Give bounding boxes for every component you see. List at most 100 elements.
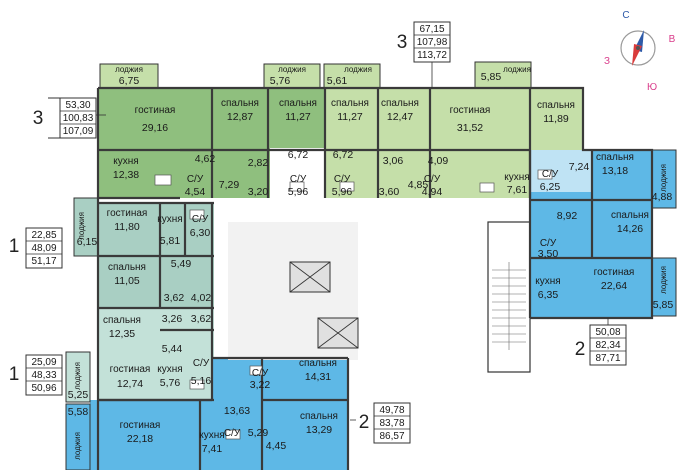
apartment-2-bottom-fill [90, 358, 348, 470]
area-full: 113,72 [417, 50, 447, 61]
area-full: 51,17 [31, 256, 56, 267]
room-area: 11,27 [285, 111, 311, 123]
loggias [65, 61, 677, 470]
room-name: гостиная [594, 267, 635, 278]
area-value: 3,60 [379, 186, 400, 198]
area-value: 2,82 [248, 157, 269, 169]
loggia-name: лоджия [503, 65, 531, 74]
area-total: 48,33 [31, 370, 56, 381]
room-area: 11,89 [543, 113, 569, 125]
apartment-callout: 1 22,85 48,09 51,17 [9, 227, 63, 269]
room-name: кухня [199, 430, 224, 441]
room-area: 12,38 [113, 169, 139, 181]
loggia-name: лоджия [115, 65, 143, 74]
rooms-count: 3 [33, 108, 44, 129]
room-area: 11,80 [114, 221, 140, 233]
room-area: 11,05 [114, 275, 140, 287]
room-area: 13,29 [306, 424, 332, 436]
area-value: 4,85 [408, 179, 429, 191]
room-name: спальня [108, 262, 146, 273]
room-area: 31,52 [457, 122, 483, 134]
corridor [180, 198, 530, 220]
room-name: спальня [103, 315, 141, 326]
room-area: 5,81 [160, 235, 181, 247]
room-area: 6,25 [540, 181, 561, 193]
rooms-count: 2 [575, 339, 586, 360]
room-area: 5,76 [160, 377, 181, 389]
room-area: 3,22 [250, 379, 271, 391]
rooms-count: 2 [359, 412, 370, 433]
room-area: 12,35 [109, 328, 135, 340]
room-name: спальня [300, 411, 338, 422]
room-name: гостиная [107, 208, 148, 219]
area-value: 3,62 [191, 313, 212, 325]
room-name: С/У [540, 238, 557, 249]
apartment-callout: 3 67,15 107,98 113,72 [397, 21, 451, 88]
room-name: спальня [381, 98, 419, 109]
area-value: 4,45 [266, 440, 287, 452]
rooms-count: 1 [9, 364, 20, 385]
walls [96, 86, 654, 470]
room-name: спальня [299, 358, 337, 369]
apartment-callout: 1 25,09 48,33 50,96 [9, 354, 63, 396]
room-area: 22,64 [601, 280, 627, 292]
room-name: спальня [331, 98, 369, 109]
area-value: 7,24 [569, 161, 590, 173]
stair-steps [492, 262, 526, 350]
area-total: 83,78 [379, 418, 404, 429]
compass-south: Ю [647, 82, 657, 93]
loggia-name: лоджия [659, 266, 668, 294]
loggia-name: лоджия [77, 212, 86, 240]
area-value: 4,09 [428, 155, 449, 167]
room-name: спальня [611, 210, 649, 221]
room-area: 5,96 [288, 186, 309, 198]
room-name: спальня [279, 98, 317, 109]
room-area: 3,50 [538, 248, 559, 260]
room-area: 13,18 [602, 165, 628, 177]
apartment-callout: 2 49,78 83,78 86,57 [350, 402, 411, 444]
room-name: С/У [187, 174, 204, 185]
loggia-area: 6,15 [77, 236, 98, 248]
room-name: С/У [290, 174, 307, 185]
room-name: С/У [192, 214, 209, 225]
room-name: кухня [535, 276, 560, 287]
loggia-area: 5,61 [327, 75, 348, 87]
room-area: 29,16 [142, 122, 168, 134]
compass-icon: С В Ю З [604, 10, 676, 93]
area-value: 7,29 [219, 179, 240, 191]
area-living: 53,30 [65, 100, 90, 111]
area-value: 3,26 [162, 313, 183, 325]
room-name: кухня [157, 364, 182, 375]
area-living: 50,08 [595, 327, 620, 338]
room-name: спальня [596, 152, 634, 163]
room-name: С/У [542, 169, 559, 180]
room-labels: гостиная 29,16 спальня 12,87 спальня 11,… [103, 98, 649, 455]
room-area: 7,61 [507, 184, 528, 196]
room-name: С/У [224, 428, 241, 439]
loggia-area: 5,76 [270, 75, 291, 87]
rooms-count: 1 [9, 236, 20, 257]
room-name: С/У [424, 174, 441, 185]
apartment-callout: 3 53,30 100,83 107,09 [33, 97, 106, 139]
area-value: 3,62 [164, 292, 185, 304]
room-name: кухня [157, 214, 182, 225]
room-area: 5,96 [332, 186, 353, 198]
area-value: 4,02 [191, 292, 212, 304]
room-area: 12,47 [387, 111, 413, 123]
area-living: 25,09 [31, 357, 56, 368]
room-name: кухня [504, 172, 529, 183]
area-living: 22,85 [31, 230, 56, 241]
area-value: 3,06 [383, 155, 404, 167]
compass-north: С [622, 10, 629, 21]
room-name: С/У [252, 368, 269, 379]
area-total: 100,83 [63, 113, 94, 124]
room-area: 14,26 [617, 223, 643, 235]
room-area: 7,41 [202, 443, 223, 455]
loggia-area: 5,25 [68, 389, 89, 401]
room-area: 4,94 [422, 186, 443, 198]
room-name: гостиная [135, 105, 176, 116]
area-value: 8,92 [557, 210, 578, 222]
area-living: 67,15 [419, 24, 444, 35]
area-value: 13,63 [224, 405, 250, 417]
